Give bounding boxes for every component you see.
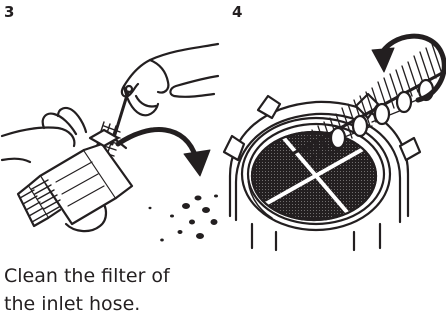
step-number-4: 4 xyxy=(232,5,242,20)
arrow-head-icon xyxy=(184,150,210,176)
upper-hand-icon xyxy=(122,44,218,115)
brush-handle-tip xyxy=(126,86,132,92)
filter-mesh-icon xyxy=(252,132,376,220)
caption-line-2: the inlet hose. xyxy=(4,290,234,318)
step-number-3: 3 xyxy=(4,5,14,20)
rotation-arrow-head-icon xyxy=(372,48,394,72)
caption-line-1: Clean the filter of xyxy=(4,262,234,290)
hose-filter-cleaning-illustration xyxy=(0,26,226,252)
dirt-particles-icon xyxy=(149,195,219,242)
inlet-filter-brush-illustration xyxy=(222,26,446,252)
instruction-caption: Clean the filter of the inlet hose. xyxy=(4,262,234,318)
